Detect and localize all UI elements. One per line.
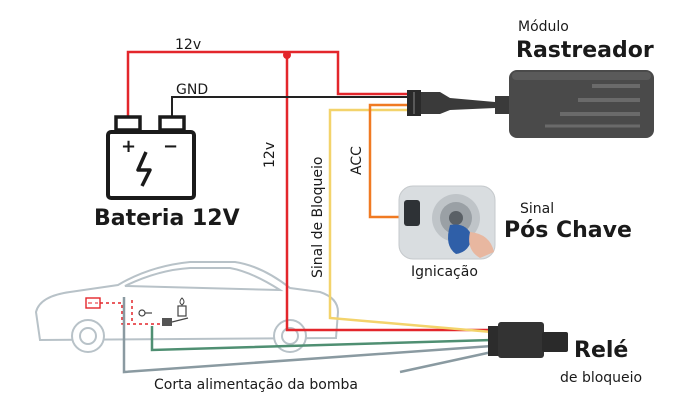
pump-cut-label: Corta alimentação da bomba [154, 377, 358, 393]
car-dashed-wire [100, 302, 160, 325]
orange-acc-wire [368, 103, 410, 219]
ignition-caption: Ignicação [411, 264, 478, 280]
gray-pump-wire [122, 297, 493, 374]
battery-minus-sign: − [163, 136, 179, 157]
vertical-12v-label: 12v [262, 141, 278, 168]
gray-wire-bottom [399, 350, 493, 374]
junction-dot [283, 51, 291, 59]
relay-label-big: Relé [574, 338, 629, 363]
acc-label: ACC [349, 146, 365, 175]
red-12v-wire [126, 50, 492, 332]
ignition-image [398, 185, 496, 260]
battery-label: Bateria 12V [94, 206, 240, 231]
gnd-label: GND [176, 82, 209, 98]
signal-label-big: Pós Chave [504, 218, 632, 243]
car-outline [34, 261, 340, 353]
car-wire-to-pump [171, 317, 189, 323]
black-gnd-wire [171, 96, 410, 120]
tracker-module [407, 70, 654, 138]
car-relay-icon [162, 318, 172, 326]
block-signal-label: Sinal de Bloqueio [310, 156, 326, 278]
top-12v-label: 12v [175, 37, 202, 53]
car-key-icon [138, 309, 152, 317]
relay-label-small: de bloqueio [560, 370, 643, 386]
tracker-label-small: Módulo [518, 19, 569, 35]
fuel-pump-icon [177, 297, 187, 317]
relay-device [488, 322, 568, 358]
battery-icon [106, 115, 196, 200]
signal-label-small: Sinal [520, 201, 555, 217]
battery-plus-sign: + [121, 136, 137, 157]
green-pump-wire [150, 326, 493, 352]
tracker-label-big: Rastreador [516, 38, 654, 63]
car-battery-icon [85, 297, 101, 309]
